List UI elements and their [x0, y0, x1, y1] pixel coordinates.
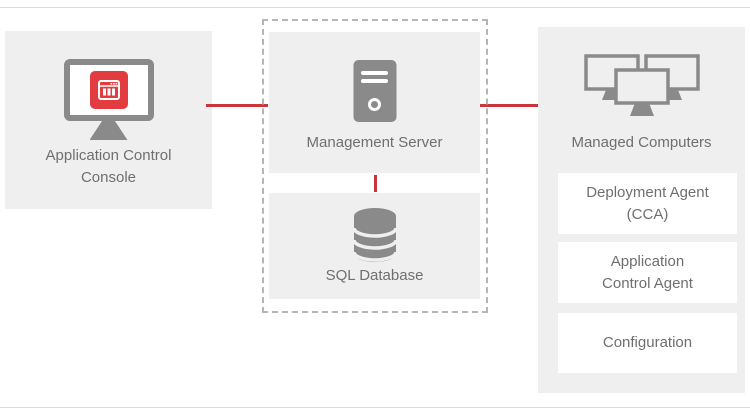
monitor-screen — [63, 59, 154, 121]
monitor-icon — [63, 59, 154, 140]
page-top-border — [0, 7, 750, 8]
connector-console-to-server — [206, 104, 268, 107]
application-control-app-icon — [89, 71, 128, 109]
management-server-label: Management Server — [306, 134, 443, 151]
configuration-label: Configuration — [602, 334, 693, 351]
app-window-glyph — [97, 80, 120, 100]
connector-server-to-computers — [477, 104, 541, 107]
sql-database-label: SQL Database — [325, 267, 424, 284]
server-group-container: Management Server SQL Database — [262, 19, 488, 313]
connector-server-to-database — [374, 175, 377, 192]
console-label: Application Control Console — [45, 147, 172, 186]
component-configuration: Configuration — [558, 313, 737, 373]
database-icon — [269, 207, 480, 263]
page-bottom-border — [0, 407, 750, 408]
sql-database-node: SQL Database — [269, 193, 480, 299]
component-application-control-agent: Application Control Agent — [558, 242, 737, 303]
management-server-node: Management Server — [269, 32, 480, 173]
server-vent-bar — [361, 71, 388, 75]
monitor-stand — [89, 121, 128, 140]
server-power-button — [368, 98, 381, 111]
managed-computers-label: Managed Computers — [571, 134, 712, 151]
computer-group-icon — [538, 53, 745, 119]
application-control-agent-label: Application Control Agent — [602, 252, 693, 292]
managed-computers-node: Managed Computers Deployment Agent (CCA)… — [538, 27, 745, 393]
server-vent-bar — [361, 79, 388, 83]
server-tower-icon — [353, 60, 396, 122]
deployment-agent-label: Deployment Agent (CCA) — [586, 183, 709, 223]
application-control-console-node: Application Control Console — [5, 31, 212, 209]
component-deployment-agent: Deployment Agent (CCA) — [558, 173, 737, 234]
